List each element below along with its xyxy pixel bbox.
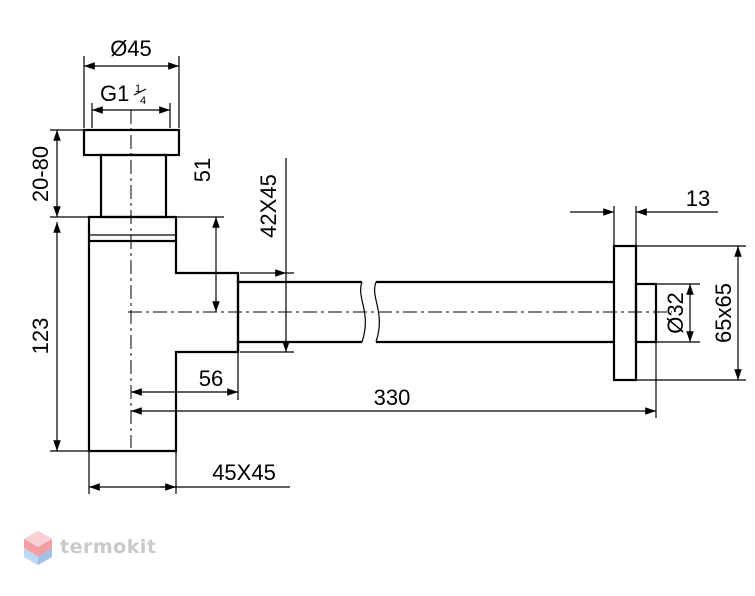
dim-label-body-section: 42X45 <box>256 174 281 238</box>
dim-thread: G1 1 4 <box>91 81 171 128</box>
inlet-tube <box>99 153 168 219</box>
dim-label-pipe-diameter: Ø32 <box>663 292 688 334</box>
wall-flange <box>612 244 658 382</box>
coupling-nut <box>87 215 178 243</box>
dim-label-height-range: 20-80 <box>28 146 53 202</box>
dim-base-section: 45X45 <box>88 451 290 494</box>
dim-flange-thickness: 13 <box>570 186 718 246</box>
break-line-left <box>360 281 366 343</box>
flange-spigot <box>634 282 658 344</box>
dim-label-flange-size: 65x65 <box>711 283 736 343</box>
brand-name: termokit <box>60 536 157 558</box>
dim-total-height: 123 <box>28 222 89 452</box>
dim-label-total-height: 123 <box>28 318 53 355</box>
thread-fraction-numerator: 1 <box>135 83 141 95</box>
bottle-body <box>87 241 240 453</box>
termokit-logo-icon <box>24 531 52 565</box>
dim-outlet-length: 330 <box>131 342 657 418</box>
dim-pipe-diameter: Ø32 <box>656 283 700 343</box>
dim-label-upper-height: 51 <box>190 158 215 182</box>
dim-label-flange-thickness: 13 <box>686 186 710 211</box>
dim-label-outlet-length: 330 <box>374 385 411 410</box>
dim-body-section: 42X45 <box>240 158 294 353</box>
dim-label-outer-diameter: Ø45 <box>110 36 152 61</box>
dim-flange-size: 65x65 <box>636 245 746 381</box>
dim-label-base-section: 45X45 <box>212 460 276 485</box>
dim-label-thread: G1 <box>100 81 129 106</box>
thread-fraction-denominator: 4 <box>140 95 146 107</box>
dim-outlet-offset: 56 <box>131 352 239 400</box>
outlet-pipe <box>238 280 614 344</box>
dim-outer-diameter: Ø45 <box>83 36 180 128</box>
break-line-right <box>374 281 380 343</box>
dim-upper-height: 51 <box>176 158 224 312</box>
dim-label-outlet-offset: 56 <box>199 366 223 391</box>
dim-height-range: 20-80 <box>28 129 89 218</box>
flange-plate <box>612 244 638 382</box>
